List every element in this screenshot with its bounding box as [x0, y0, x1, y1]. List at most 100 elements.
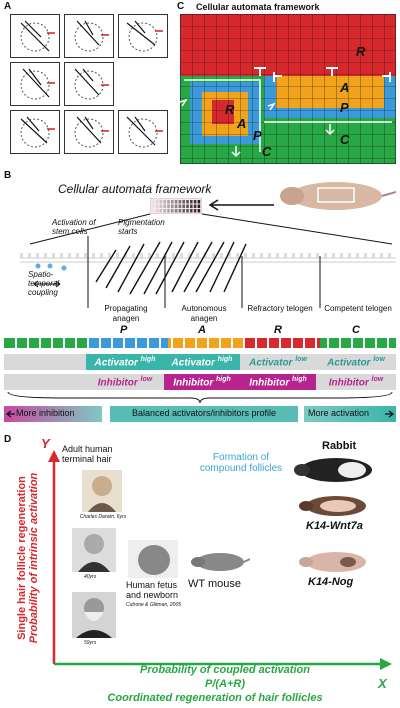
panel-b-label: B	[4, 170, 12, 181]
gradient-dot	[186, 209, 189, 213]
wt-mouse-image	[191, 553, 250, 571]
gradient-dot	[152, 209, 155, 213]
gradient-dot	[186, 200, 189, 204]
gradient-dot	[155, 209, 159, 213]
phase-letter: C	[352, 324, 360, 336]
adult-label: Adult human terminal hair	[62, 444, 113, 464]
hair-cycle-cell	[10, 110, 60, 154]
hair-cycle-diagram	[126, 20, 163, 52]
inhibitor-cell	[164, 374, 240, 390]
activator-label: Activator high	[171, 356, 233, 369]
balanced-box	[110, 406, 298, 422]
hair-cycle-diagram	[20, 68, 55, 100]
gradient-dot	[182, 200, 185, 204]
activator-label: Activator low	[327, 356, 385, 369]
rabbit-image	[294, 458, 372, 482]
gradient-dot	[182, 209, 185, 213]
arrow-icon	[208, 199, 274, 211]
gradient-dot	[163, 200, 166, 204]
gradient-dot	[178, 204, 182, 208]
more-activation-label: More activation	[308, 408, 370, 418]
y-axis-label: Single hair follicle regeneration	[16, 476, 28, 640]
gradient-dot	[163, 204, 166, 208]
grid-letter-r: R	[356, 44, 366, 59]
k14-nog-image	[299, 552, 366, 572]
hair-cycle-diagram	[74, 116, 109, 148]
hair-cycle-diagram	[20, 20, 55, 52]
hair-follicle-strip	[20, 236, 396, 308]
darwin-caption: Charles Darwin, 6yrs	[79, 514, 127, 520]
age-40-caption: 40yrs	[84, 574, 97, 580]
grid-letter-c: C	[340, 132, 350, 147]
hair-cycle-cell	[118, 14, 168, 58]
panel-c-title: Cellular automata framework	[196, 2, 320, 12]
grid-letter-c-inner: C	[262, 144, 272, 159]
gradient-dot	[167, 200, 170, 204]
gradient-dot	[155, 204, 159, 208]
inhibitor-label: Inhibitor low	[328, 376, 384, 389]
activator-label: Activator low	[249, 356, 307, 369]
brace	[7, 391, 393, 404]
k14-wnt7a-label: K14-Wnt7a	[306, 520, 363, 532]
x-axis-letter: X	[378, 676, 387, 691]
panel-d-label: D	[4, 434, 12, 445]
hair-cycle-diagram	[126, 116, 163, 148]
gradient-dot	[190, 200, 193, 204]
gradient-dot	[171, 204, 174, 208]
gradient-dot	[193, 200, 197, 204]
bracket-lines	[29, 213, 393, 245]
gradient-dot	[197, 204, 201, 208]
phase-letter: A	[198, 324, 206, 336]
more-inhibition-label: More inhibition	[16, 408, 75, 418]
left-arrow-icon	[6, 410, 15, 418]
compound-label: Formation of compound follicles	[199, 452, 283, 474]
gradient-dot	[167, 209, 170, 213]
darwin-59-portrait	[72, 592, 116, 638]
activator-label: Activator high	[94, 356, 156, 369]
activator-cell	[240, 354, 316, 370]
hair-cycle-cell	[64, 110, 114, 154]
inhibitor-label: Inhibitor high	[173, 376, 231, 389]
fetus-label: Human fetus and newborn	[126, 580, 179, 600]
darwin-40-portrait	[72, 528, 116, 572]
phase-label: Propagating anagen	[104, 304, 148, 323]
gradient-dot	[152, 200, 155, 204]
balanced-label: Balanced activators/inhibitors profile	[131, 408, 277, 418]
phase-label: Competent telogen	[324, 304, 392, 313]
gradient-dot	[159, 209, 163, 213]
activation-annotation: Activation of stem cells	[52, 218, 96, 236]
more-inhibition-box	[4, 406, 102, 422]
grid-letter-r-inner: R	[225, 102, 235, 117]
darwin-child-portrait	[82, 470, 122, 512]
gradient-dot	[178, 209, 182, 213]
more-activation-box	[304, 406, 396, 422]
hair-cycle-cell	[64, 14, 114, 58]
pigmentation-annotation: Pigmentation starts	[118, 218, 165, 236]
gradient-dot	[155, 200, 159, 204]
gradient-dot	[182, 204, 185, 208]
gradient-dot	[178, 200, 182, 204]
gradient-dot	[174, 200, 178, 204]
gradient-dot	[152, 204, 155, 208]
grid-letter-p: P	[340, 100, 349, 115]
fetus-image	[128, 540, 178, 578]
hair-cycle-diagram	[74, 20, 109, 52]
hair-cycle-cell	[118, 110, 168, 154]
hair-cycle-diagram	[74, 68, 109, 100]
hair-cycle-cell	[10, 14, 60, 58]
y-axis-sublabel: Probability of intrinsic activation	[28, 472, 40, 644]
panel-a-label: A	[4, 1, 12, 12]
age-59-caption: 59yrs	[84, 640, 97, 646]
gradient-dot	[190, 209, 193, 213]
grid-letter-a-inner: A	[237, 116, 247, 131]
gradient-dot	[193, 204, 197, 208]
x-axis-sublabel: Coordinated regeneration of hair follicl…	[107, 692, 323, 704]
hair-cycle-cell	[10, 62, 60, 106]
hair-cycle-cell	[64, 62, 114, 106]
panel-b-title: Cellular automata framework	[58, 182, 212, 196]
gradient-dot	[174, 209, 178, 213]
gradient-dot	[171, 209, 174, 213]
gradient-dot	[159, 204, 163, 208]
inhibitor-label: Inhibitor high	[249, 376, 307, 389]
k14-nog-label: K14-Nog	[308, 576, 354, 588]
